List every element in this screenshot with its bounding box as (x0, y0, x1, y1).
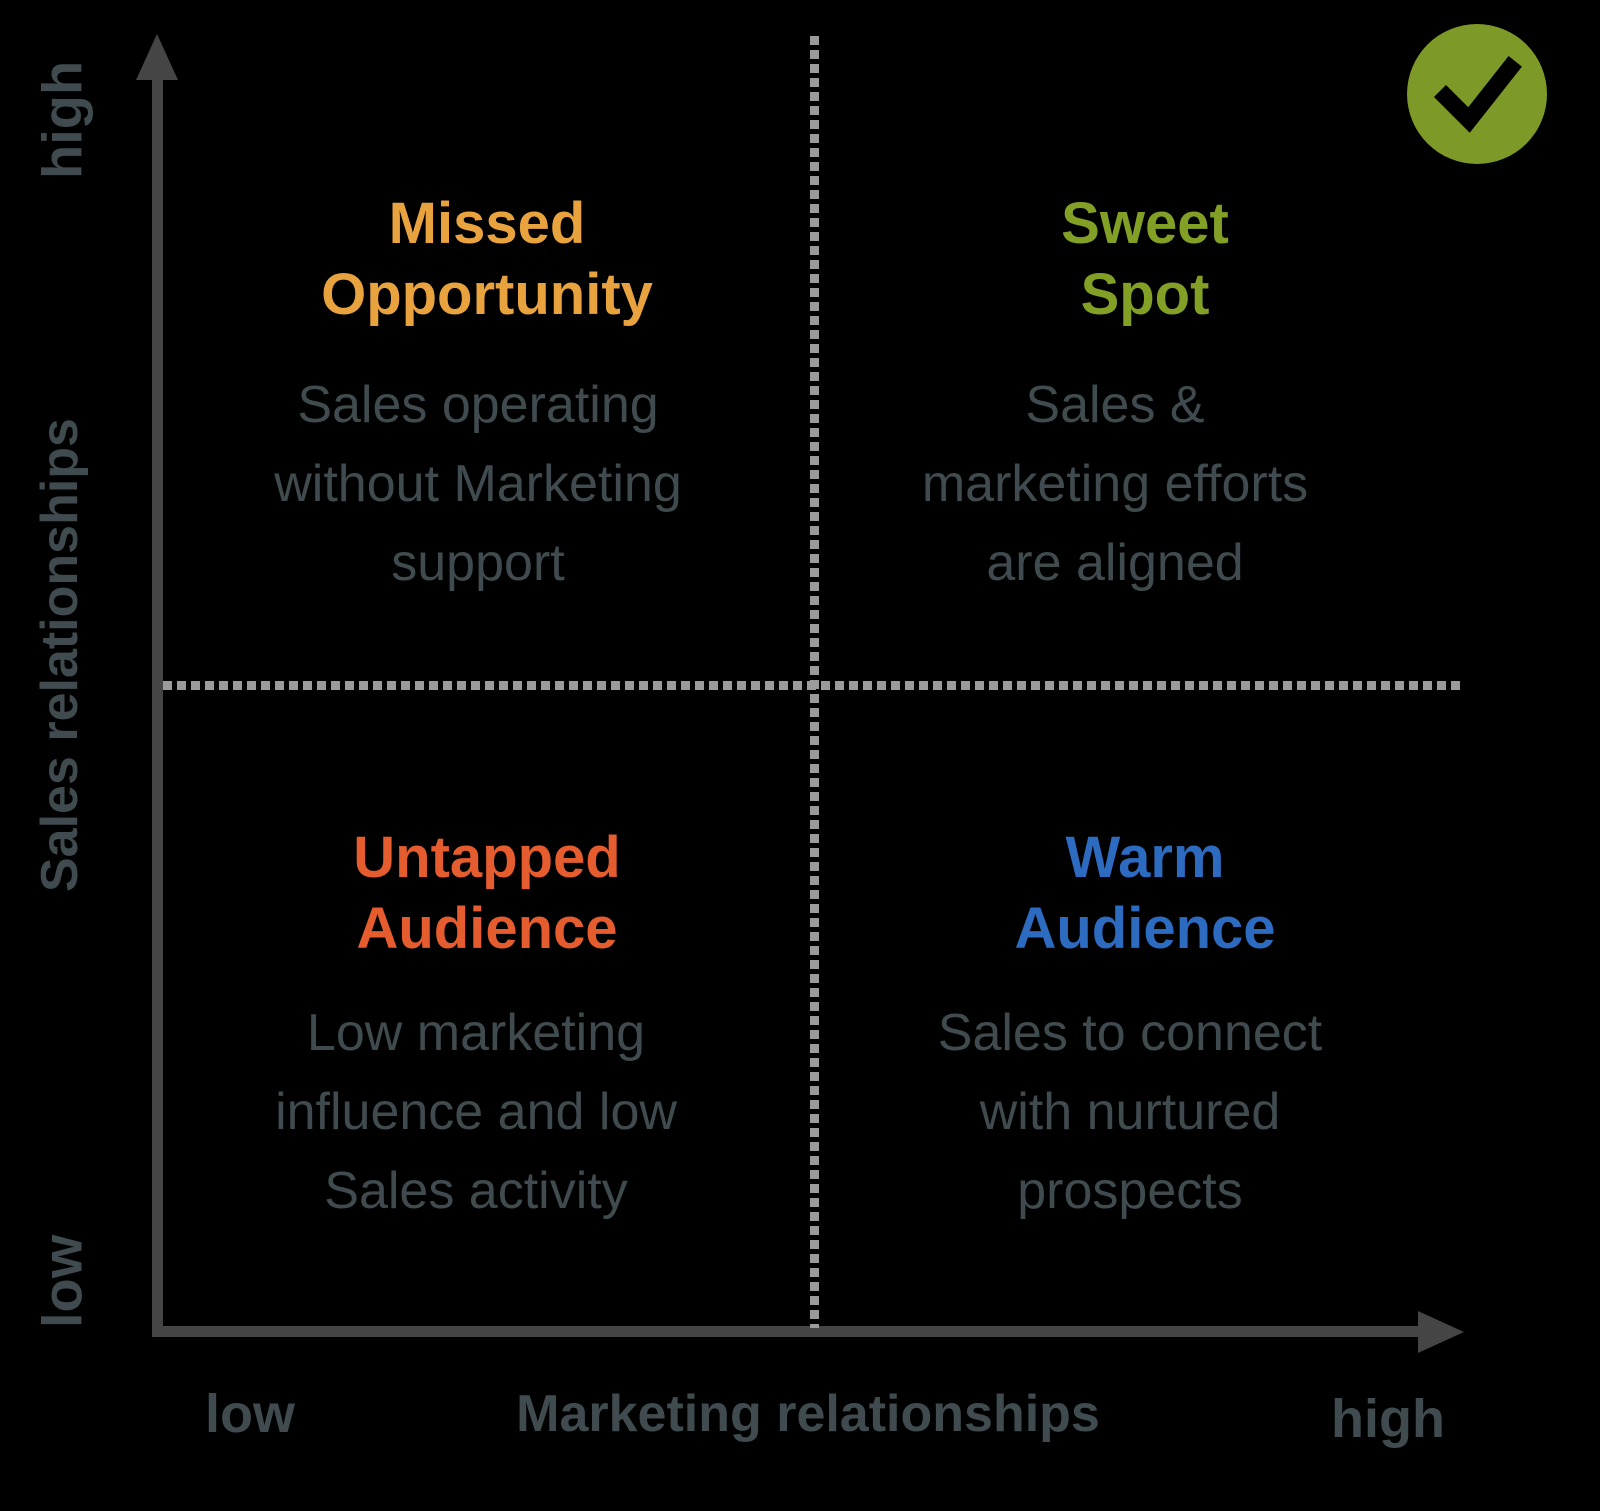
y-axis-low-label: low (30, 1234, 94, 1328)
x-axis-high-label: high (1331, 1389, 1445, 1449)
quadrant-title-untapped-audience: Untapped Audience (353, 825, 621, 961)
quadrant-description-missed-opportunity: Sales operating without Marketing suppor… (274, 376, 682, 592)
x-axis-low-label: low (205, 1384, 295, 1444)
quadrant-title-missed-opportunity: Missed Opportunity (321, 191, 653, 327)
x-axis-line (152, 1326, 1422, 1337)
quadrant-title-sweet-spot: Sweet Spot (1061, 191, 1229, 327)
x-axis-title: Marketing relationships (516, 1385, 1100, 1443)
y-axis-line (152, 64, 163, 1337)
horizontal-divider-dotted-line (163, 681, 1463, 690)
checkmark-icon (1433, 56, 1522, 133)
y-axis-title: Sales relationships (31, 418, 89, 892)
y-axis-arrowhead-icon (136, 34, 178, 80)
y-axis-high-label: high (30, 60, 94, 180)
quadrant-title-warm-audience: Warm Audience (1014, 825, 1276, 961)
quadrant-description-warm-audience: Sales to connect with nurtured prospects (937, 1004, 1323, 1220)
quadrant-description-untapped-audience: Low marketing influence and low Sales ac… (275, 1004, 677, 1220)
quadrant-description-sweet-spot: Sales & marketing efforts are aligned (921, 376, 1309, 592)
checkmark-badge (1407, 24, 1547, 164)
x-axis-arrowhead-icon (1418, 1310, 1464, 1353)
